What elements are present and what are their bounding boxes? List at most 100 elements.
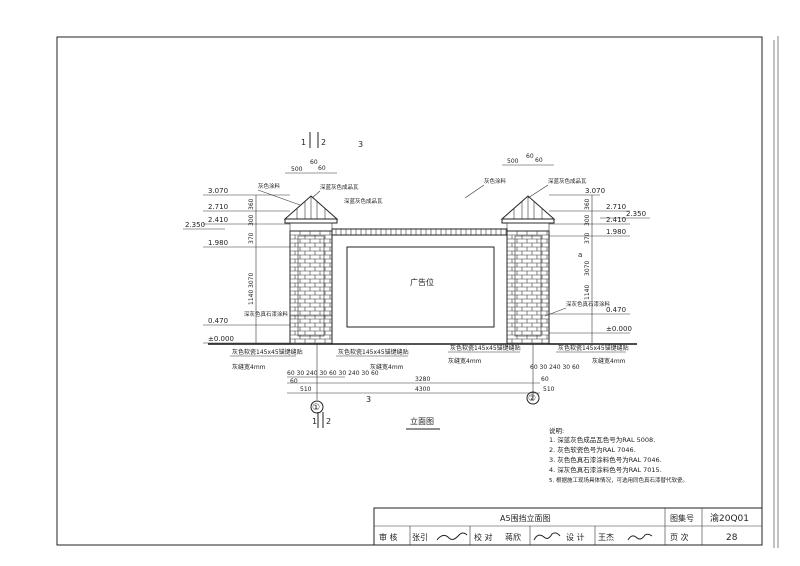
drawing-name: A5围挡立面图 bbox=[500, 513, 551, 523]
svg-text:2.710: 2.710 bbox=[606, 203, 626, 211]
svg-text:灰缝宽4mm: 灰缝宽4mm bbox=[448, 357, 482, 365]
svg-text:60 30 240 30 60 30 240 30 60: 60 30 240 30 60 30 240 30 60 bbox=[287, 370, 379, 377]
axis-1-marker bbox=[310, 400, 324, 414]
svg-text:灰色涂料: 灰色涂料 bbox=[484, 177, 507, 185]
reviewer: 张引 bbox=[412, 533, 428, 542]
atlas-label: 图集号 bbox=[670, 513, 694, 523]
svg-text:3.070: 3.070 bbox=[585, 187, 605, 195]
svg-text:0.470: 0.470 bbox=[208, 317, 228, 325]
reviewer-signature bbox=[436, 532, 468, 541]
elevation-title: 立面图 bbox=[410, 416, 434, 426]
svg-text:灰缝宽4mm: 灰缝宽4mm bbox=[592, 357, 626, 365]
svg-text:370: 370 bbox=[584, 232, 591, 244]
right-pier bbox=[500, 195, 556, 345]
design-label: 设 计 bbox=[566, 532, 585, 542]
wall-panel: 广告位 bbox=[331, 228, 508, 345]
bottom-dims: 60 30 240 30 60 30 240 30 60 60 3280 60 … bbox=[287, 344, 580, 400]
svg-text:②: ② bbox=[528, 394, 536, 404]
svg-text:3280: 3280 bbox=[415, 376, 430, 383]
note-1: 1. 深蓝灰色成品瓦色号为RAL 5008. bbox=[549, 435, 655, 444]
check-label: 校 对 bbox=[474, 532, 493, 542]
material-notes: 灰色涂料 深蓝灰色成品瓦 深蓝灰色成品瓦 灰色涂料 深蓝灰色成品瓦 深灰色真石漆… bbox=[244, 177, 611, 318]
brick-labels: 灰色软瓷145x45锚键缝贴 灰色软瓷145x45锚键缝贴 灰色软瓷145x45… bbox=[230, 344, 629, 371]
svg-text:1140: 1140 bbox=[248, 290, 255, 305]
svg-text:3070: 3070 bbox=[584, 261, 591, 276]
svg-text:60: 60 bbox=[290, 378, 298, 385]
designer-signature bbox=[627, 533, 653, 541]
left-level-marks: 3.070 2.710 2.410 2.350 1.980 0.470 ±0.0… bbox=[183, 187, 290, 344]
svg-text:灰缝宽4mm: 灰缝宽4mm bbox=[370, 363, 404, 371]
ad-label: 广告位 bbox=[410, 277, 434, 287]
svg-text:深灰色真石漆涂料: 深灰色真石漆涂料 bbox=[244, 310, 289, 318]
svg-text:360: 360 bbox=[584, 198, 591, 210]
svg-text:500: 500 bbox=[291, 166, 303, 173]
svg-text:1.980: 1.980 bbox=[208, 239, 228, 247]
svg-text:60 30 240 30 60: 60 30 240 30 60 bbox=[530, 364, 580, 371]
axis-2-marker bbox=[526, 391, 540, 405]
svg-text:深灰色真石漆涂料: 深灰色真石漆涂料 bbox=[566, 300, 611, 308]
svg-text:2.350: 2.350 bbox=[185, 221, 205, 229]
svg-text:60: 60 bbox=[526, 153, 534, 160]
svg-text:深蓝灰色成品瓦: 深蓝灰色成品瓦 bbox=[344, 197, 383, 205]
svg-text:0.470: 0.470 bbox=[606, 306, 626, 314]
svg-text:±0.000: ±0.000 bbox=[606, 325, 632, 333]
note-3: 3. 灰色色真石漆涂料色号为RAL 7046. bbox=[549, 455, 662, 464]
note-4: 4. 深灰色真石漆涂料色号为RAL 7015. bbox=[549, 465, 662, 474]
svg-text:3: 3 bbox=[358, 140, 363, 149]
page-no: 28 bbox=[726, 533, 738, 543]
notes-heading: 说明: bbox=[549, 426, 564, 435]
svg-text:510: 510 bbox=[300, 386, 312, 393]
mark-a: a bbox=[578, 251, 582, 259]
svg-text:3: 3 bbox=[366, 395, 371, 404]
svg-text:370: 370 bbox=[248, 232, 255, 244]
svg-text:灰色涂料: 灰色涂料 bbox=[258, 182, 281, 190]
right-level-marks: 3.070 2.710 2.410 2.350 1.980 0.470 ±0.0… bbox=[549, 187, 650, 343]
top-dims: 500 60 60 500 60 60 bbox=[285, 153, 554, 174]
svg-text:灰色软瓷145x45锚键缝贴: 灰色软瓷145x45锚键缝贴 bbox=[450, 344, 521, 352]
svg-text:灰色软瓷145x45锚键缝贴: 灰色软瓷145x45锚键缝贴 bbox=[232, 348, 303, 356]
svg-text:灰色软瓷145x45锚键缝贴: 灰色软瓷145x45锚键缝贴 bbox=[338, 348, 409, 356]
svg-text:1140: 1140 bbox=[584, 285, 591, 300]
svg-text:①: ① bbox=[312, 403, 320, 413]
designer: 王杰 bbox=[598, 532, 614, 542]
svg-text:深蓝灰色成品瓦: 深蓝灰色成品瓦 bbox=[320, 183, 359, 191]
page-label: 页 次 bbox=[670, 532, 689, 542]
svg-text:1: 1 bbox=[301, 138, 306, 147]
axis-markers: ① ② bbox=[310, 391, 540, 414]
svg-text:深蓝灰色成品瓦: 深蓝灰色成品瓦 bbox=[548, 177, 587, 185]
svg-text:60: 60 bbox=[541, 376, 549, 383]
svg-text:510: 510 bbox=[543, 386, 555, 393]
svg-text:2.350: 2.350 bbox=[626, 210, 646, 218]
title-block: A5围挡立面图 图集号 渝20Q01 审 核 张引 校 对 蒋欣 设 计 王杰 … bbox=[373, 507, 763, 546]
svg-text:±0.000: ±0.000 bbox=[208, 335, 234, 343]
svg-text:360: 360 bbox=[248, 198, 255, 210]
svg-text:500: 500 bbox=[507, 158, 519, 165]
svg-text:60: 60 bbox=[310, 159, 318, 166]
section-marks-top: 1 2 3 bbox=[301, 132, 363, 149]
svg-text:1: 1 bbox=[312, 417, 317, 426]
svg-text:3.070: 3.070 bbox=[208, 187, 228, 195]
svg-text:1.980: 1.980 bbox=[606, 228, 626, 236]
svg-text:2.410: 2.410 bbox=[208, 216, 228, 224]
checker: 蒋欣 bbox=[505, 532, 521, 542]
svg-text:4300: 4300 bbox=[415, 386, 430, 393]
section-marks-bottom: 1 2 3 bbox=[312, 395, 371, 428]
svg-text:灰色软瓷145x45锚键缝贴: 灰色软瓷145x45锚键缝贴 bbox=[558, 344, 629, 352]
note-5: 5. 根据施工现场具体情况，可选用同色真石漆替代软瓷。 bbox=[549, 476, 688, 484]
checker-signature bbox=[533, 532, 561, 541]
left-pier bbox=[283, 195, 339, 345]
svg-text:60: 60 bbox=[535, 157, 543, 164]
svg-text:灰缝宽4mm: 灰缝宽4mm bbox=[232, 363, 266, 371]
atlas-no: 渝20Q01 bbox=[710, 512, 749, 524]
svg-text:60: 60 bbox=[318, 165, 326, 172]
svg-text:300: 300 bbox=[584, 214, 591, 226]
svg-text:2.410: 2.410 bbox=[606, 216, 626, 224]
svg-text:2: 2 bbox=[326, 417, 331, 426]
svg-text:2.710: 2.710 bbox=[208, 203, 228, 211]
notes: 说明: 1. 深蓝灰色成品瓦色号为RAL 5008. 2. 灰色软瓷色号为RAL… bbox=[549, 426, 688, 484]
note-2: 2. 灰色软瓷色号为RAL 7046. bbox=[549, 445, 636, 454]
svg-text:3070: 3070 bbox=[248, 273, 255, 288]
review-label: 审 核 bbox=[379, 532, 398, 542]
ad-panel bbox=[346, 246, 495, 328]
